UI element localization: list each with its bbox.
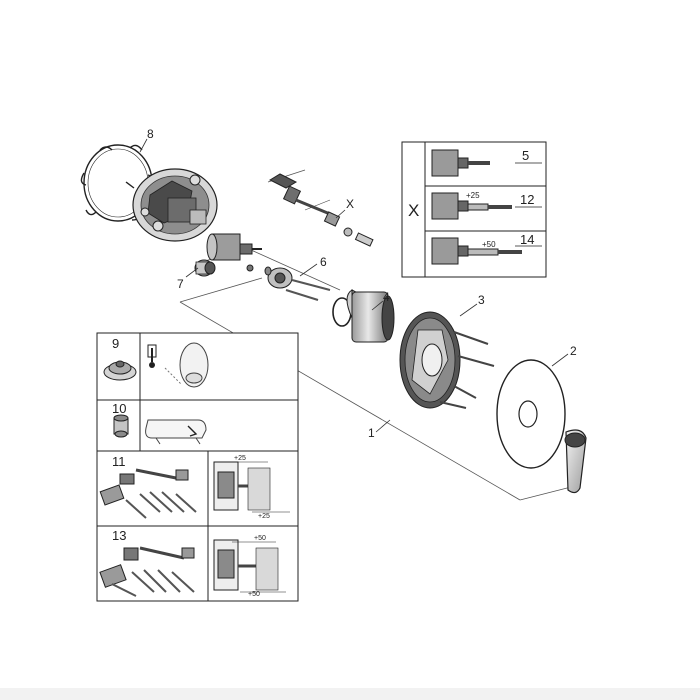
accessory-row-10: 10 xyxy=(112,401,207,445)
callout-labels: 8 7 6 X 4 3 2 1 xyxy=(147,127,577,440)
extension-row-5: 5 xyxy=(431,148,542,177)
extension-row-12: +25 12 xyxy=(431,191,542,220)
accessory-row-13-dim-bottom: +50 xyxy=(248,591,260,598)
cartridge-part xyxy=(206,233,262,272)
extension-row-14-dim: +50 xyxy=(482,240,496,249)
footer-bar xyxy=(0,688,700,700)
extension-options-box: X 5 +25 12 +50 14 xyxy=(401,141,547,278)
cover-plate-part xyxy=(496,359,566,469)
accessory-row-11-number: 11 xyxy=(112,454,126,469)
callout-7: 7 xyxy=(177,277,184,291)
extension-row-14-number: 14 xyxy=(520,232,534,247)
accessory-row-9-number: 9 xyxy=(112,336,119,351)
accessory-row-11-dim-top: +25 xyxy=(234,455,246,462)
callout-2: 2 xyxy=(570,344,577,358)
extension-row-5-number: 5 xyxy=(522,148,529,163)
extension-row-12-dim: +25 xyxy=(466,191,480,200)
adapter-nut-part xyxy=(194,259,216,277)
valve-body-part xyxy=(132,168,218,242)
accessory-row-9: 9 xyxy=(103,336,209,388)
leader-lines xyxy=(139,138,569,433)
lever-handle-part xyxy=(564,429,587,494)
screw-set-part xyxy=(264,266,331,301)
extension-marker: X xyxy=(408,201,419,220)
accessory-row-13-number: 13 xyxy=(112,528,126,543)
extension-row-12-number: 12 xyxy=(520,192,534,207)
callout-1: 1 xyxy=(368,426,375,440)
callout-3: 3 xyxy=(478,293,485,307)
accessory-panel: 9 10 11 xyxy=(96,332,299,602)
accessory-row-11: 11 +25 +25 xyxy=(99,454,290,520)
accessory-row-13-dim-top: +50 xyxy=(254,535,266,542)
accessory-row-13: 13 +50 +50 xyxy=(99,528,286,598)
extension-spindle-part xyxy=(268,173,374,247)
callout-4: 4 xyxy=(383,290,390,304)
accessory-row-10-number: 10 xyxy=(112,401,126,416)
callout-8: 8 xyxy=(147,127,154,141)
extension-row-14: +50 14 xyxy=(431,232,542,265)
callout-6: 6 xyxy=(320,255,327,269)
accessory-row-11-dim-bottom: +25 xyxy=(258,513,270,520)
mounting-plate-part xyxy=(399,311,495,409)
callout-x: X xyxy=(346,197,354,211)
